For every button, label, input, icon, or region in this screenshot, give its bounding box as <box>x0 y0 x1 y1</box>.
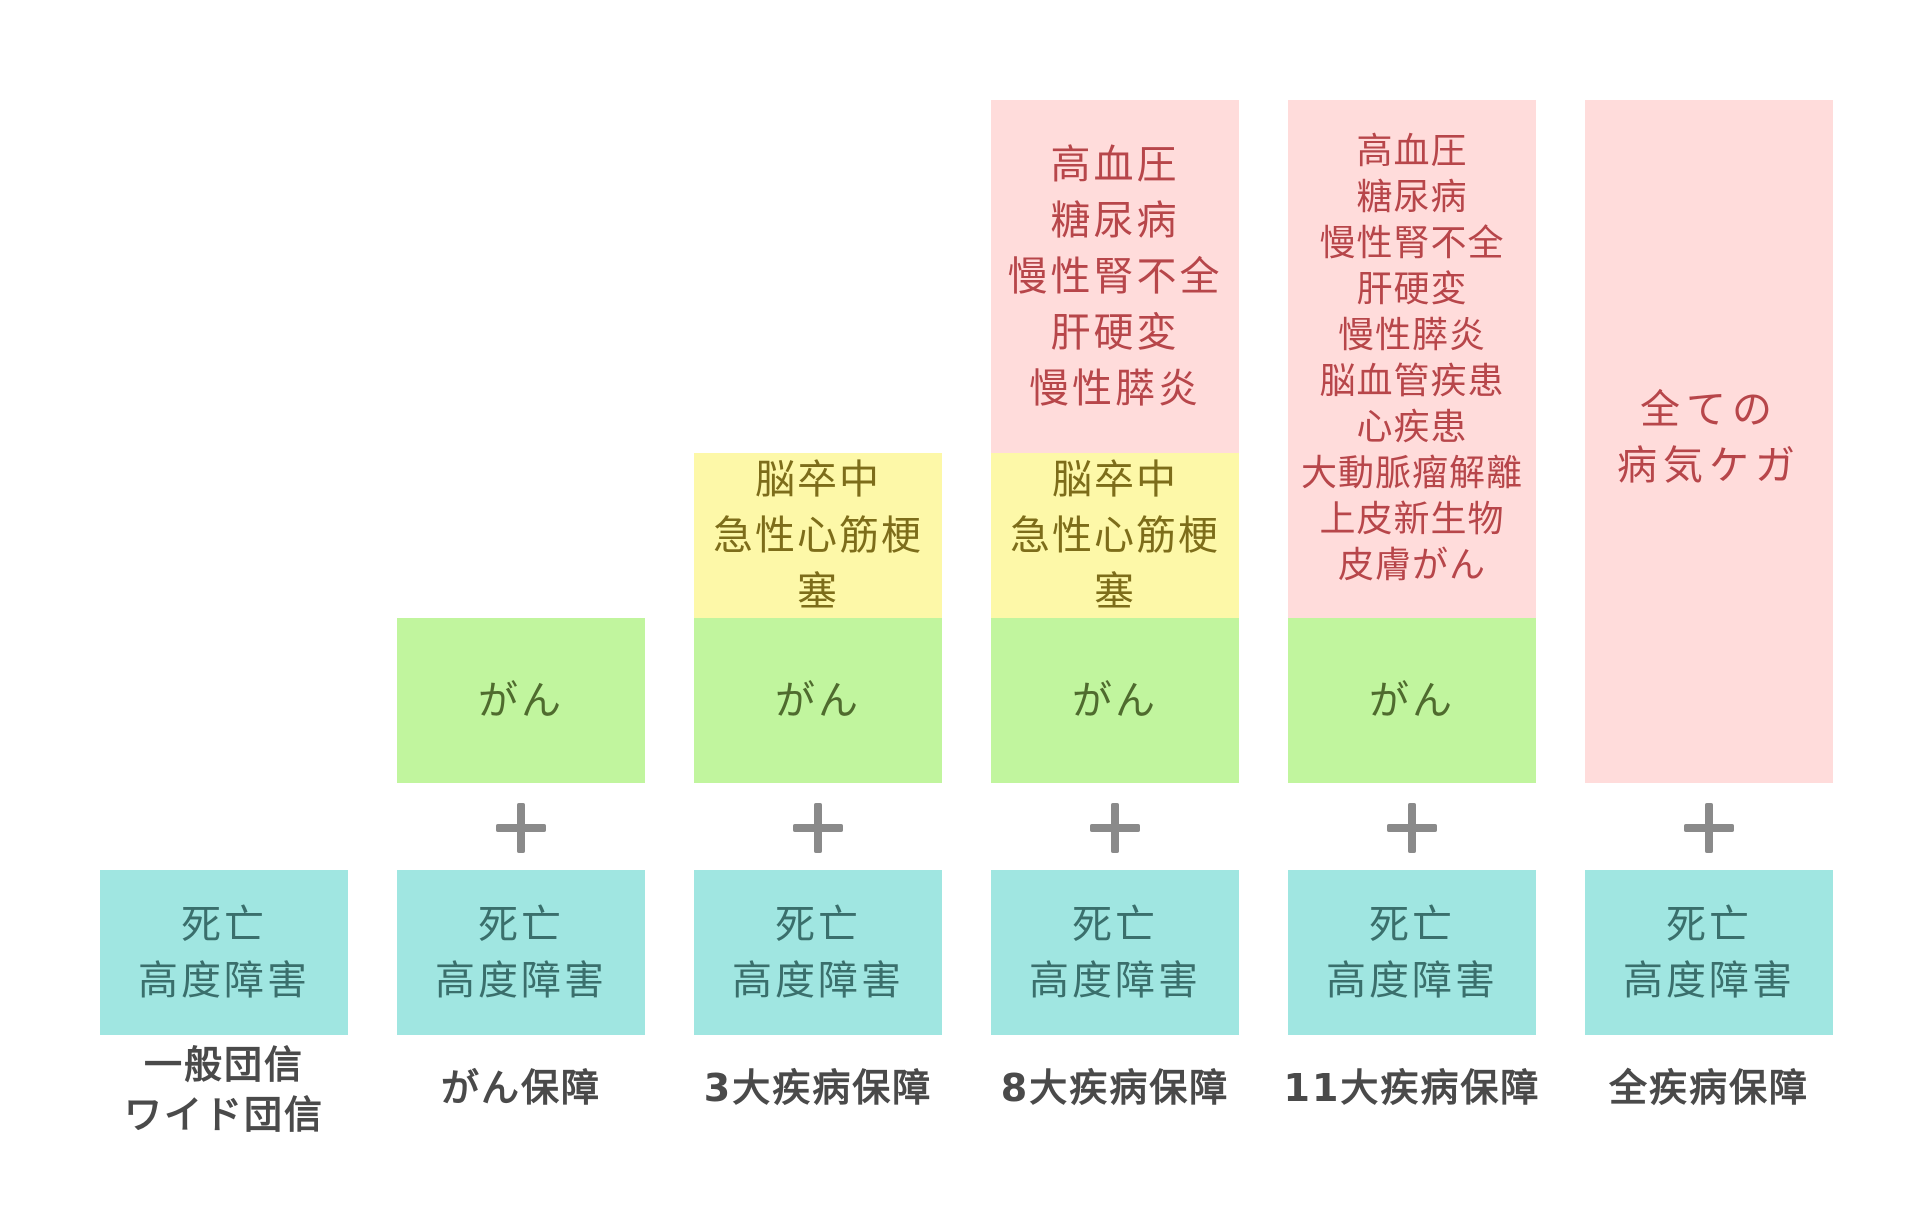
cancer-box: がん <box>397 618 645 783</box>
cancer-text: がん <box>1369 677 1455 724</box>
column-all-diseases: 全ての 病気ケガ 死亡 高度障害 全疾病保障 <box>1585 0 1833 1231</box>
cancer-text: がん <box>775 677 861 724</box>
plus-icon <box>1090 803 1140 853</box>
lifestyle-diseases-text: 高血圧 糖尿病 慢性腎不全 肝硬変 慢性膵炎 <box>1007 141 1223 412</box>
cancer-text: がん <box>1072 677 1158 724</box>
column-cancer: がん 死亡 高度障害 がん保障 <box>397 0 645 1231</box>
column-general: 死亡 高度障害 一般団信 ワイド団信 <box>100 0 348 1231</box>
death-disability-box: 死亡 高度障害 <box>694 870 942 1035</box>
cancer-box: がん <box>694 618 942 783</box>
plus-icon <box>793 803 843 853</box>
column-3-diseases: 脳卒中 急性心筋梗塞 がん 死亡 高度障害 3大疾病保障 <box>694 0 942 1231</box>
plan-label-general: 一般団信 ワイド団信 <box>123 1043 324 1137</box>
all-illness-injury-box: 全ての 病気ケガ <box>1585 100 1833 783</box>
plan-label-11-diseases: 11大疾病保障 <box>1283 1066 1541 1110</box>
death-disability-box: 死亡 高度障害 <box>991 870 1239 1035</box>
death-disability-text: 死亡 高度障害 <box>1623 901 1795 1004</box>
death-disability-text: 死亡 高度障害 <box>435 901 607 1004</box>
plan-label-3-diseases: 3大疾病保障 <box>703 1066 933 1110</box>
stroke-heart-box: 脳卒中 急性心筋梗塞 <box>694 453 942 618</box>
cancer-box: がん <box>1288 618 1536 783</box>
eleven-diseases-box: 高血圧 糖尿病 慢性腎不全 肝硬変 慢性膵炎 脳血管疾患 心疾患 大動脈瘤解離 … <box>1288 100 1536 618</box>
stroke-heart-text: 脳卒中 急性心筋梗塞 <box>1010 456 1220 615</box>
plus-icon <box>1684 803 1734 853</box>
cancer-box: がん <box>991 618 1239 783</box>
death-disability-box: 死亡 高度障害 <box>100 870 348 1035</box>
eleven-diseases-text: 高血圧 糖尿病 慢性腎不全 肝硬変 慢性膵炎 脳血管疾患 心疾患 大動脈瘤解離 … <box>1300 131 1523 586</box>
death-disability-box: 死亡 高度障害 <box>397 870 645 1035</box>
plan-label-8-diseases: 8大疾病保障 <box>1000 1066 1230 1110</box>
plan-label-cancer: がん保障 <box>440 1066 601 1110</box>
stroke-heart-box: 脳卒中 急性心筋梗塞 <box>991 453 1239 618</box>
column-8-diseases: 高血圧 糖尿病 慢性腎不全 肝硬変 慢性膵炎 脳卒中 急性心筋梗塞 がん 死亡 … <box>991 0 1239 1231</box>
column-11-diseases: 高血圧 糖尿病 慢性腎不全 肝硬変 慢性膵炎 脳血管疾患 心疾患 大動脈瘤解離 … <box>1284 0 1538 1231</box>
death-disability-text: 死亡 高度障害 <box>1029 901 1201 1004</box>
death-disability-box: 死亡 高度障害 <box>1585 870 1833 1035</box>
death-disability-text: 死亡 高度障害 <box>138 901 310 1004</box>
stroke-heart-text: 脳卒中 急性心筋梗塞 <box>713 456 923 615</box>
lifestyle-diseases-box: 高血圧 糖尿病 慢性腎不全 肝硬変 慢性膵炎 <box>991 100 1239 453</box>
all-illness-injury-text: 全ての 病気ケガ <box>1617 387 1801 489</box>
death-disability-text: 死亡 高度障害 <box>732 901 904 1004</box>
plus-icon <box>496 803 546 853</box>
cancer-text: がん <box>478 677 564 724</box>
death-disability-text: 死亡 高度障害 <box>1326 901 1498 1004</box>
plus-icon <box>1387 803 1437 853</box>
death-disability-box: 死亡 高度障害 <box>1288 870 1536 1035</box>
plan-label-all-diseases: 全疾病保障 <box>1608 1066 1809 1110</box>
